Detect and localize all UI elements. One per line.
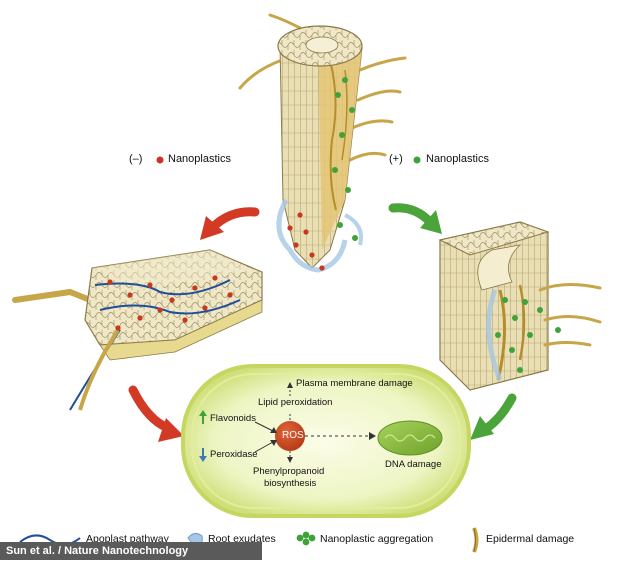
pos-prefix: (+) [389, 153, 403, 165]
neg-nanoplastics-label: Nanoplastics [168, 153, 231, 165]
biosynthesis-label: biosynthesis [264, 478, 317, 489]
dna-organelle [377, 420, 443, 456]
arrow-green-bottom [470, 393, 517, 440]
plasma-membrane-label: Plasma membrane damage [296, 378, 413, 389]
arrow-red-top [200, 207, 260, 240]
ros-node [275, 421, 305, 451]
peroxidase-label: Peroxidase [210, 449, 258, 460]
pos-nanoplastics-label: Nanoplastics [426, 153, 489, 165]
flavonoids-label: Flavonoids [210, 413, 256, 424]
red-nanoplastic-dot [156, 156, 164, 164]
arrow-green-top [388, 203, 442, 234]
legend-aggregation-label: Nanoplastic aggregation [320, 533, 434, 545]
green-nanoplastic-dot [413, 156, 421, 164]
phenylpropanoid-label: Phenylpropanoid [253, 466, 325, 477]
right-root-section [438, 221, 602, 391]
plant-cell [181, 364, 471, 518]
root-illustration [238, 13, 407, 273]
ros-label: ROS [282, 430, 304, 441]
left-root-section [12, 249, 263, 411]
aggregation-icon [296, 531, 316, 546]
lipid-peroxidation-label: Lipid peroxidation [258, 397, 333, 408]
dna-damage-label: DNA damage [385, 459, 442, 470]
arrow-red-bottom [128, 385, 184, 442]
neg-prefix: (–) [129, 153, 143, 165]
image-credit: Sun et al. / Nature Nanotechnology [0, 542, 262, 560]
legend-epidermal-label: Epidermal damage [486, 533, 575, 545]
